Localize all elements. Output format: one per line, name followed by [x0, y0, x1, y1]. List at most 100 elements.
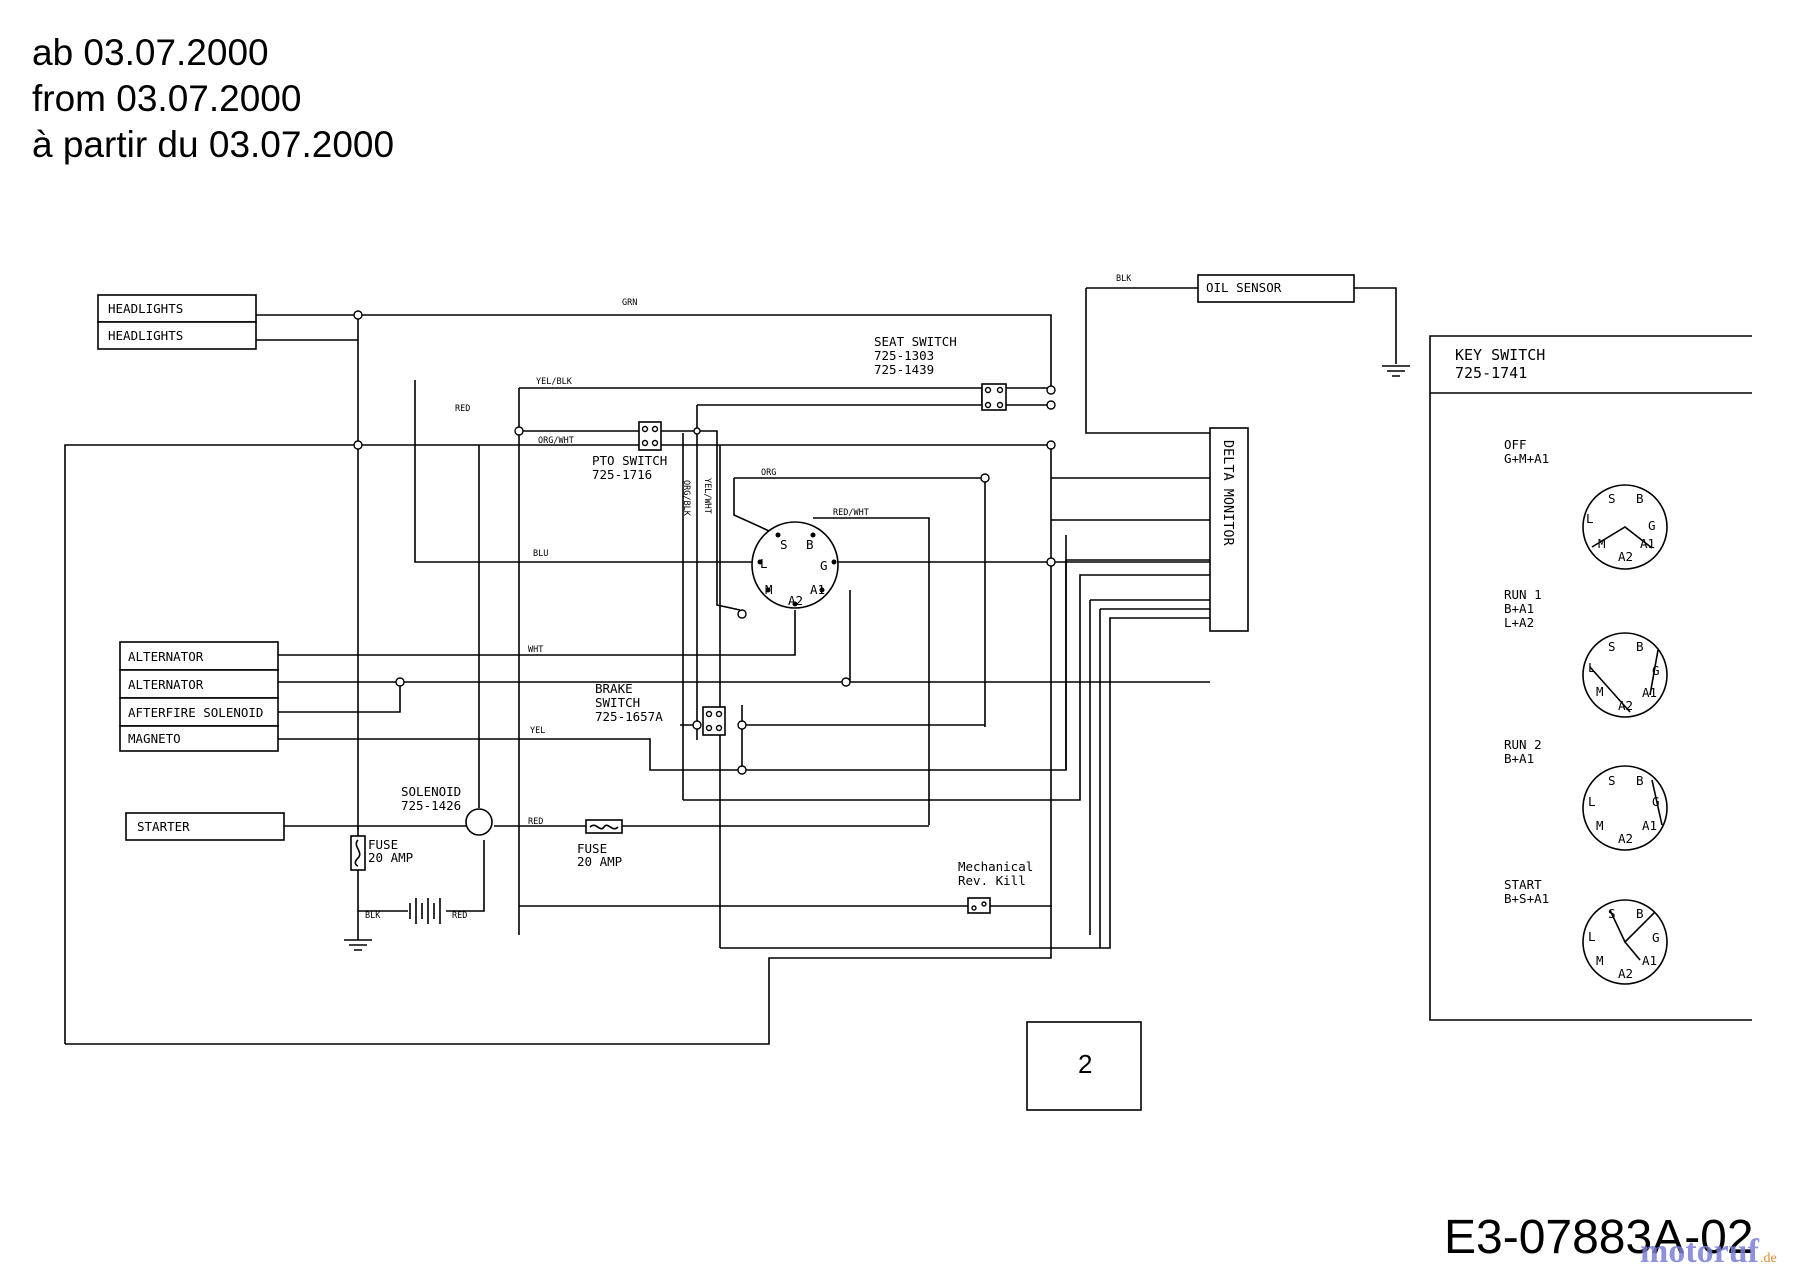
svg-text:G: G [1648, 518, 1656, 533]
alternator-box: ALTERNATOR ALTERNATOR AFTERFIRE SOLENOID… [119, 641, 279, 752]
svg-text:G+M+A1: G+M+A1 [1504, 451, 1549, 466]
svg-text:A2: A2 [1618, 831, 1633, 846]
svg-text:BLU: BLU [533, 549, 548, 559]
svg-text:HEADLIGHTS: HEADLIGHTS [108, 301, 183, 316]
svg-text:B: B [1636, 773, 1644, 788]
svg-text:SOLENOID: SOLENOID [401, 784, 461, 799]
magneto-label: MAGNETO [128, 731, 181, 746]
svg-text:20 AMP: 20 AMP [577, 854, 622, 869]
svg-text:WHT: WHT [528, 645, 543, 655]
pto-switch: PTO SWITCH 725-1716 [592, 421, 667, 482]
svg-text:S: S [1608, 773, 1616, 788]
ignition-switch: S B L G M A1 A2 [751, 521, 839, 609]
solenoid: SOLENOID 725-1426 [401, 784, 493, 836]
svg-text:725-1439: 725-1439 [874, 362, 934, 377]
svg-text:BLK: BLK [365, 911, 381, 921]
fuse-left: FUSE 20 AMP [350, 835, 413, 871]
svg-text:ORG: ORG [761, 468, 776, 478]
svg-text:ALTERNATOR: ALTERNATOR [128, 649, 204, 664]
key-position-start: START B+S+A1 S B L G M A1 A2 [1504, 877, 1668, 985]
svg-text:RUN 2: RUN 2 [1504, 737, 1542, 752]
starter-box: STARTER [125, 812, 285, 841]
svg-text:S: S [780, 537, 788, 552]
junction-dots [353, 310, 1056, 775]
svg-text:L: L [1586, 511, 1594, 526]
headlights-box: HEADLIGHTS HEADLIGHTS [97, 294, 257, 350]
svg-text:BLK: BLK [1116, 274, 1132, 284]
svg-text:S: S [1608, 639, 1616, 654]
svg-text:SEAT SWITCH: SEAT SWITCH [874, 334, 957, 349]
wires [64, 287, 1397, 1045]
svg-text:STARTER: STARTER [137, 819, 190, 834]
svg-text:YEL/WHT: YEL/WHT [702, 478, 712, 514]
svg-text:S: S [1608, 906, 1616, 921]
svg-text:Mechanical: Mechanical [958, 859, 1033, 874]
svg-text:YEL: YEL [530, 726, 545, 736]
svg-text:725-1716: 725-1716 [592, 467, 652, 482]
delta-monitor-box: DELTA MONITOR [1209, 427, 1249, 632]
mechanical-rev-kill-switch: Mechanical Rev. Kill [958, 859, 1033, 914]
svg-text:L: L [1588, 794, 1596, 809]
svg-text:RUN 1: RUN 1 [1504, 587, 1542, 602]
svg-text:A1: A1 [1640, 536, 1655, 551]
svg-text:G: G [1652, 930, 1660, 945]
svg-text:B: B [806, 537, 814, 552]
svg-text:M: M [765, 582, 773, 597]
seat-switch: SEAT SWITCH 725-1303 725-1439 [874, 334, 1007, 411]
svg-text:B: B [1636, 639, 1644, 654]
svg-text:RED/WHT: RED/WHT [833, 508, 869, 518]
svg-text:M: M [1596, 953, 1604, 968]
svg-text:A1: A1 [1642, 818, 1657, 833]
svg-text:S: S [1608, 491, 1616, 506]
svg-text:ALTERNATOR: ALTERNATOR [128, 677, 204, 692]
svg-text:L: L [1588, 660, 1596, 675]
afterfire-solenoid-label: AFTERFIRE SOLENOID [128, 705, 263, 720]
wire-labels: GRN YEL/BLK RED ORG/WHT ORG RED/WHT BLU … [365, 274, 1132, 921]
svg-text:B+A1: B+A1 [1504, 751, 1534, 766]
fuse-mid: FUSE 20 AMP [577, 819, 623, 869]
svg-text:M: M [1596, 684, 1604, 699]
watermark-logo: motoruf .de [1640, 1233, 1777, 1270]
svg-text:20 AMP: 20 AMP [368, 850, 413, 865]
svg-text:FUSE: FUSE [368, 837, 398, 852]
svg-text:B: B [1636, 491, 1644, 506]
svg-text:G: G [1652, 663, 1660, 678]
svg-text:SWITCH: SWITCH [595, 695, 640, 710]
header-date-en: from 03.07.2000 [32, 78, 302, 119]
svg-text:A2: A2 [1618, 698, 1633, 713]
svg-text:Rev. Kill: Rev. Kill [958, 873, 1026, 888]
svg-text:L: L [1588, 929, 1596, 944]
svg-text:A1: A1 [1642, 953, 1657, 968]
svg-text:725-1657A: 725-1657A [595, 709, 663, 724]
svg-text:A2: A2 [788, 593, 803, 608]
svg-text:HEADLIGHTS: HEADLIGHTS [108, 328, 183, 343]
svg-text:G: G [820, 558, 828, 573]
svg-text:RED: RED [528, 817, 543, 827]
page-number-box: 2 [1026, 1021, 1142, 1111]
ground-symbol [344, 365, 1410, 951]
brake-switch: BRAKE SWITCH 725-1657A [595, 681, 726, 736]
svg-text:B+A1: B+A1 [1504, 601, 1534, 616]
svg-text:B+S+A1: B+S+A1 [1504, 891, 1549, 906]
svg-text:.de: .de [1760, 1251, 1777, 1266]
battery-symbol [409, 898, 441, 924]
svg-text:B: B [1636, 906, 1644, 921]
svg-text:PTO SWITCH: PTO SWITCH [592, 453, 667, 468]
svg-text:OIL SENSOR: OIL SENSOR [1206, 280, 1282, 295]
svg-text:START: START [1504, 877, 1542, 892]
svg-text:L: L [760, 556, 768, 571]
svg-text:OFF: OFF [1504, 437, 1527, 452]
svg-text:M: M [1596, 818, 1604, 833]
oil-sensor-box: OIL SENSOR [1197, 274, 1355, 303]
svg-text:725-1426: 725-1426 [401, 798, 461, 813]
svg-text:A2: A2 [1618, 966, 1633, 981]
svg-text:ORG/WHT: ORG/WHT [538, 436, 574, 446]
svg-text:A1: A1 [1642, 685, 1657, 700]
svg-text:GRN: GRN [622, 298, 637, 308]
svg-text:A1: A1 [810, 582, 825, 597]
key-switch-part-number: 725-1741 [1455, 364, 1527, 382]
